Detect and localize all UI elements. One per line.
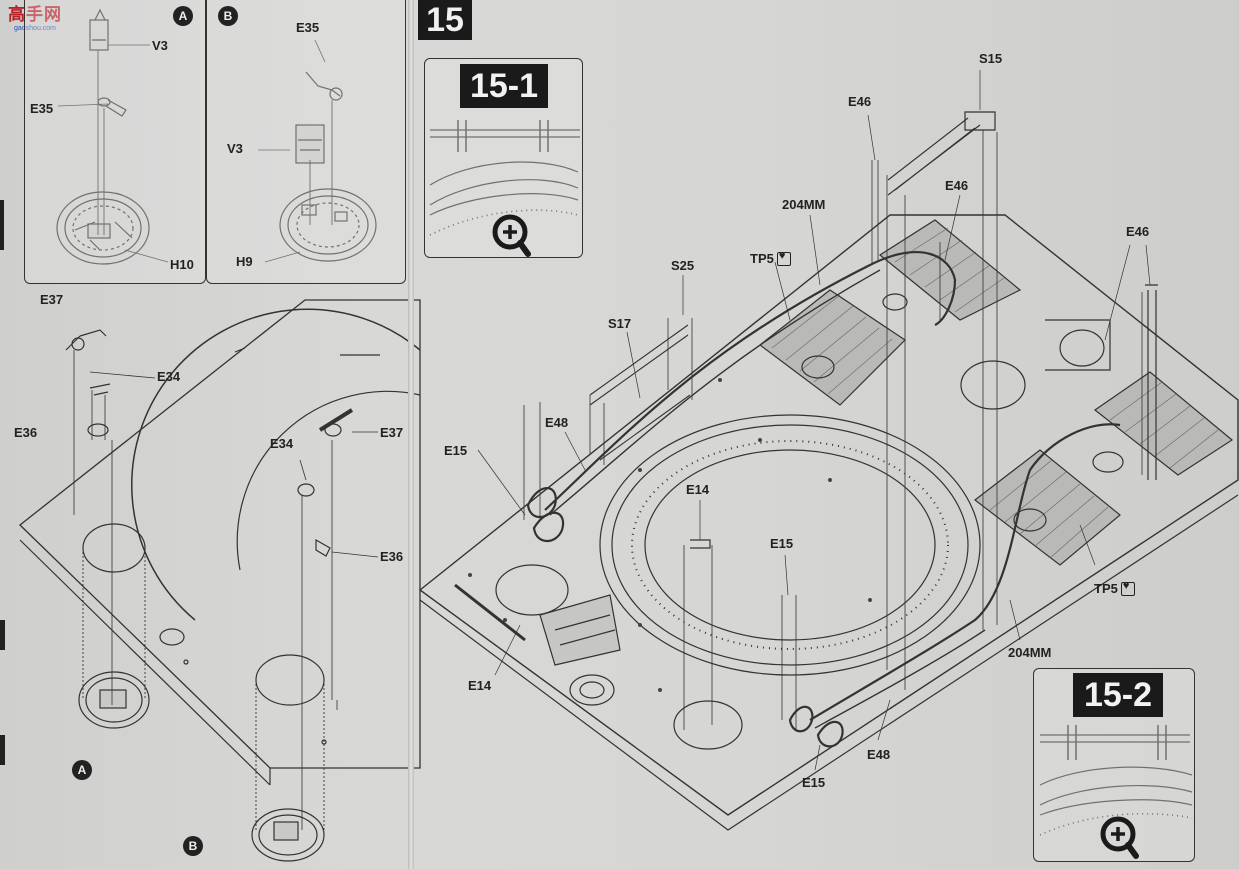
label-e15-left: E15 (444, 443, 468, 458)
panel-b (206, 0, 406, 284)
site-logo: 高手网 gaoshou.com (4, 6, 66, 36)
label-204mm-right: 204MM (1008, 645, 1052, 660)
label-e46-right: E46 (1126, 224, 1150, 239)
label-s17: S17 (608, 316, 632, 331)
logo-main-text: 高手网 (8, 5, 62, 24)
label-e14-center: E14 (686, 482, 710, 497)
left-hull-drawing (19, 299, 420, 862)
detail-15-1-drawing (429, 120, 580, 236)
label-e35-b: E35 (296, 20, 320, 35)
panel-a-drawing (56, 8, 169, 265)
badge-a-bottom: A (72, 760, 92, 780)
label-e34-left: E34 (157, 369, 181, 384)
badge-a-top: A (173, 6, 193, 26)
label-e34-right: E34 (270, 436, 294, 451)
step-number: 15 (418, 0, 472, 40)
label-s25: S25 (671, 258, 695, 273)
label-e35-a: E35 (30, 101, 54, 116)
detail-15-2-drawing (1039, 725, 1193, 836)
label-e36-left: E36 (14, 425, 38, 440)
tp5-right-text: TP5 (1094, 581, 1118, 596)
label-tp5-right: TP5 (1094, 580, 1135, 597)
detail-15-2-tag: 15-2 (1073, 673, 1163, 717)
right-hull-drawing (418, 70, 1239, 831)
label-e15-center: E15 (770, 536, 794, 551)
heart-icon (1120, 580, 1135, 596)
label-s15: S15 (979, 51, 1003, 66)
badge-b-bottom: B (183, 836, 203, 856)
panel-a (24, 0, 206, 284)
badge-b-top: B (218, 6, 238, 26)
heart-icon (776, 250, 791, 266)
label-e46-top: E46 (848, 94, 872, 109)
label-e36-right: E36 (380, 549, 404, 564)
label-204mm-top: 204MM (782, 197, 826, 212)
panel-b-drawing (258, 39, 377, 263)
label-h10: H10 (170, 257, 194, 272)
book-spine (408, 0, 414, 869)
label-v3-b: V3 (227, 141, 243, 156)
label-tp5-top: TP5 (750, 250, 791, 267)
tp5-top-text: TP5 (750, 251, 774, 266)
logo-sub-text: gaoshou.com (13, 25, 57, 32)
label-v3-a: V3 (152, 38, 168, 53)
label-e15-bottom: E15 (802, 775, 826, 790)
detail-15-1-tag: 15-1 (460, 64, 548, 108)
label-e37-right: E37 (380, 425, 404, 440)
label-e14-left: E14 (468, 678, 492, 693)
label-h9: H9 (236, 254, 253, 269)
label-e48-bottom: E48 (867, 747, 891, 762)
label-e37-left: E37 (40, 292, 64, 307)
label-e46-mid: E46 (945, 178, 969, 193)
label-e48-left: E48 (545, 415, 569, 430)
